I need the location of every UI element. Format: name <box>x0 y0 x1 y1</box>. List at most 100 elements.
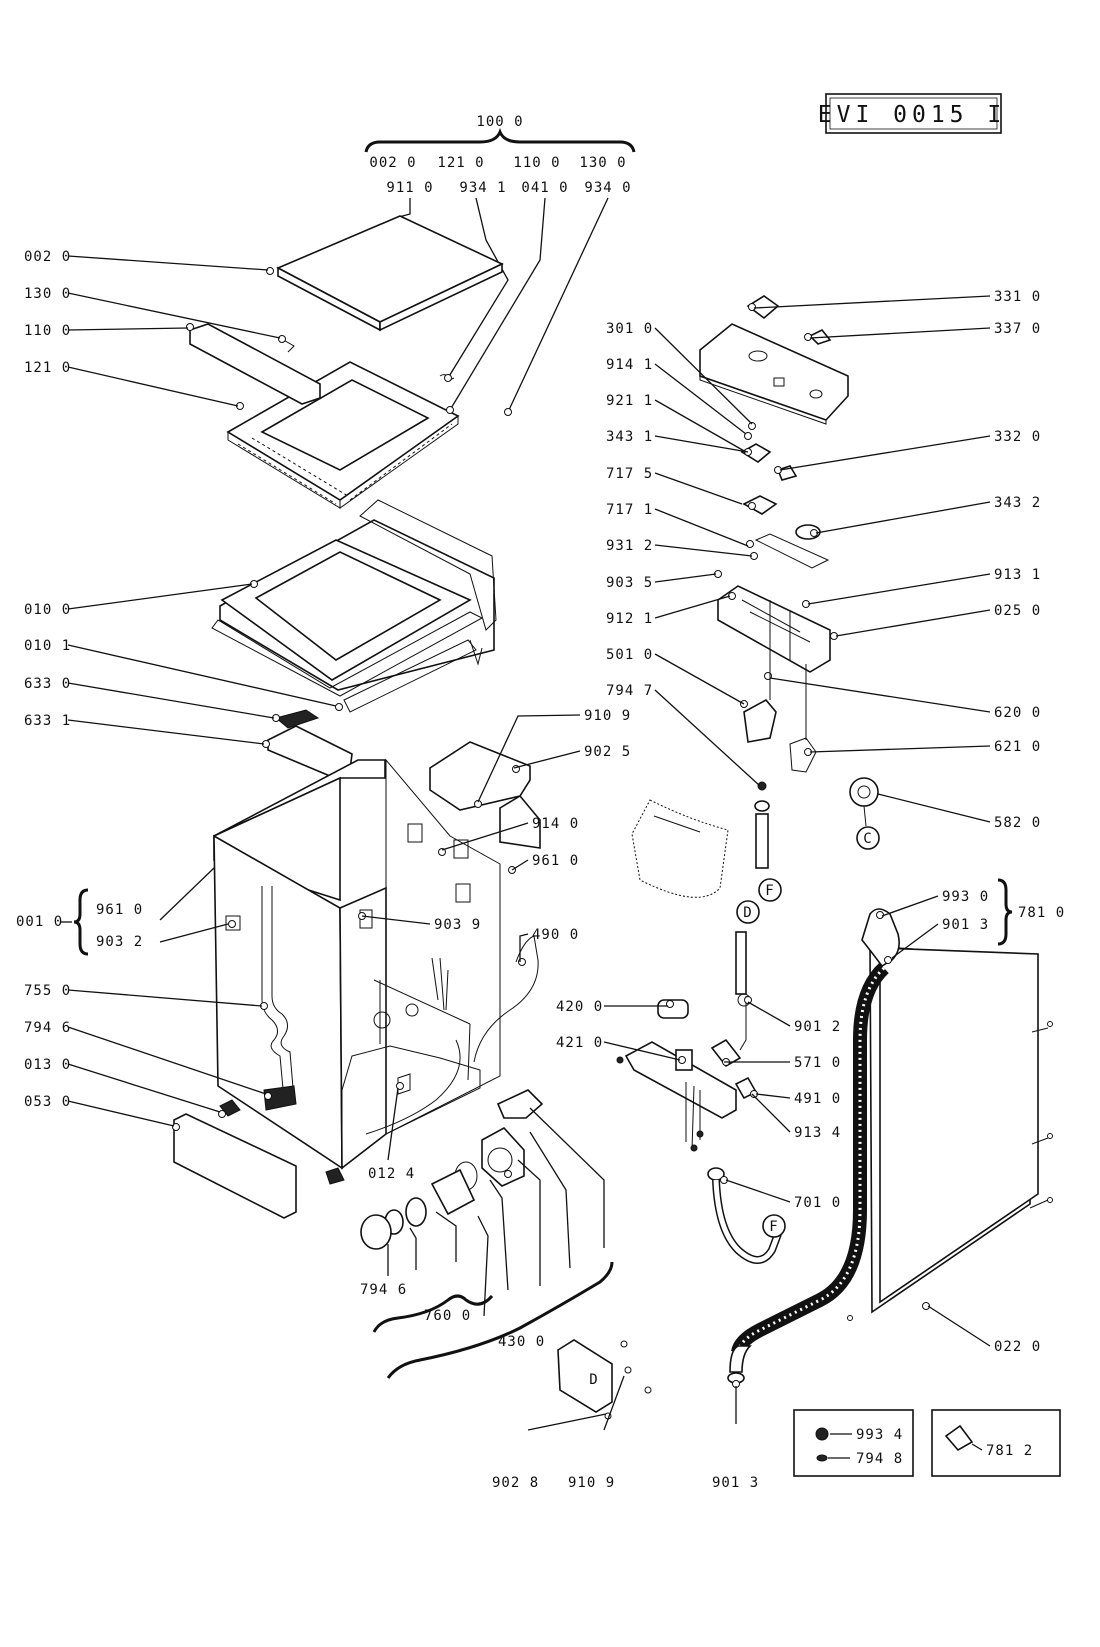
part-label: 914 1 <box>606 357 653 373</box>
reference-markers: C F D F D <box>589 805 880 1388</box>
bracket-633 <box>262 709 353 777</box>
part-label: 571 0 <box>794 1055 841 1071</box>
pressure-hose <box>735 781 770 1051</box>
marker-f: F <box>769 1219 778 1235</box>
part-label: 902 8 <box>492 1475 539 1491</box>
part-label: 332 0 <box>994 429 1041 445</box>
control-panel-assembly <box>699 295 879 807</box>
part-label: 025 0 <box>994 603 1041 619</box>
part-label: 931 2 <box>606 538 653 554</box>
group-100-label: 100 0 <box>476 114 523 130</box>
part-label: 633 0 <box>24 676 71 692</box>
part-label: 121 0 <box>24 360 71 376</box>
part-label: 910 9 <box>584 708 631 724</box>
part-label: 501 0 <box>606 647 653 663</box>
part-label: 902 5 <box>584 744 631 760</box>
part-label: 001 0 <box>16 914 63 930</box>
part-label: 012 4 <box>368 1166 415 1182</box>
part-label: 993 0 <box>942 889 989 905</box>
drawing-id: EVI 0015 I <box>818 102 1006 128</box>
part-label: 903 9 <box>434 917 481 933</box>
inlet-hose-701 <box>707 1167 782 1264</box>
drawer-frame-assembly <box>211 499 497 713</box>
part-label: 913 1 <box>994 567 1041 583</box>
door-panel <box>847 945 1053 1321</box>
group-100-item: 121 0 <box>437 155 484 171</box>
group-100-item: 002 0 <box>369 155 416 171</box>
part-label: 582 0 <box>994 815 1041 831</box>
group-100-item: 130 0 <box>579 155 626 171</box>
part-label: 913 4 <box>794 1125 841 1141</box>
part-label: 010 1 <box>24 638 71 654</box>
marker-d: D <box>743 905 752 921</box>
part-label: 013 0 <box>24 1057 71 1073</box>
part-label: 331 0 <box>994 289 1041 305</box>
part-label: 633 1 <box>24 713 71 729</box>
part-label: 491 0 <box>794 1091 841 1107</box>
part-label: 343 1 <box>606 429 653 445</box>
leader-lines <box>67 255 1013 1431</box>
part-label: 903 2 <box>96 934 143 950</box>
part-label: 755 0 <box>24 983 71 999</box>
part-label: 621 0 <box>994 739 1041 755</box>
group-100-item: 041 0 <box>521 180 568 196</box>
group-100-item: 911 0 <box>386 180 433 196</box>
part-label: 002 0 <box>24 249 71 265</box>
part-label: 961 0 <box>532 853 579 869</box>
marker-c: C <box>863 831 872 847</box>
part-label: 961 0 <box>96 902 143 918</box>
part-label: 430 0 <box>498 1334 545 1350</box>
part-label: 794 6 <box>360 1282 407 1298</box>
marker-d-plate: D <box>589 1372 598 1388</box>
part-label: 130 0 <box>24 286 71 302</box>
part-label: 921 1 <box>606 393 653 409</box>
part-label: 022 0 <box>994 1339 1041 1355</box>
part-label: 053 0 <box>24 1094 71 1110</box>
part-label: 914 0 <box>532 816 579 832</box>
part-label: 901 3 <box>942 917 989 933</box>
marker-f: F <box>765 883 774 899</box>
part-label: 794 8 <box>856 1451 903 1467</box>
part-label: 420 0 <box>556 999 603 1015</box>
part-label: 910 9 <box>568 1475 615 1491</box>
part-label: 781 0 <box>1018 905 1065 921</box>
part-label: 301 0 <box>606 321 653 337</box>
group-100-header: 100 0 002 0 121 0 110 0 130 0 911 0 934 … <box>364 114 636 413</box>
part-label: 717 1 <box>606 502 653 518</box>
part-label: 343 2 <box>994 495 1041 511</box>
part-label: 421 0 <box>556 1035 603 1051</box>
part-label: 901 2 <box>794 1019 841 1035</box>
kickplate <box>172 1099 345 1219</box>
top-lid-assembly <box>186 215 512 509</box>
bottom-plate <box>557 1339 652 1420</box>
part-label: 717 5 <box>606 466 653 482</box>
inlet-valve-bracket <box>616 993 758 1152</box>
part-label: 701 0 <box>794 1195 841 1211</box>
part-label: 903 5 <box>606 575 653 591</box>
part-label: 912 1 <box>606 611 653 627</box>
part-label: 760 0 <box>424 1308 471 1324</box>
part-label: 993 4 <box>856 1427 903 1443</box>
part-label: 781 2 <box>986 1443 1033 1459</box>
part-number-labels: 002 0 130 0 110 0 121 0 010 0 010 1 633 … <box>16 249 1065 1491</box>
group-100-item: 934 0 <box>584 180 631 196</box>
part-label: 794 6 <box>24 1020 71 1036</box>
group-100-brace <box>364 127 636 153</box>
group-100-item: 934 1 <box>459 180 506 196</box>
part-label: 010 0 <box>24 602 71 618</box>
part-label: 490 0 <box>532 927 579 943</box>
part-label: 110 0 <box>24 323 71 339</box>
pump-callouts <box>372 1107 614 1379</box>
part-label: 901 3 <box>712 1475 759 1491</box>
air-duct-sheet <box>631 799 729 898</box>
cabinet-body <box>213 741 541 1170</box>
accessory-box-1 <box>793 1409 914 1477</box>
part-label: 794 7 <box>606 683 653 699</box>
group-100-item: 110 0 <box>513 155 560 171</box>
part-label: 620 0 <box>994 705 1041 721</box>
part-label: 337 0 <box>994 321 1041 337</box>
drawing-id-box: EVI 0015 I <box>818 93 1006 134</box>
accessory-box-2 <box>931 1409 1061 1477</box>
drain-hose <box>727 908 900 1388</box>
